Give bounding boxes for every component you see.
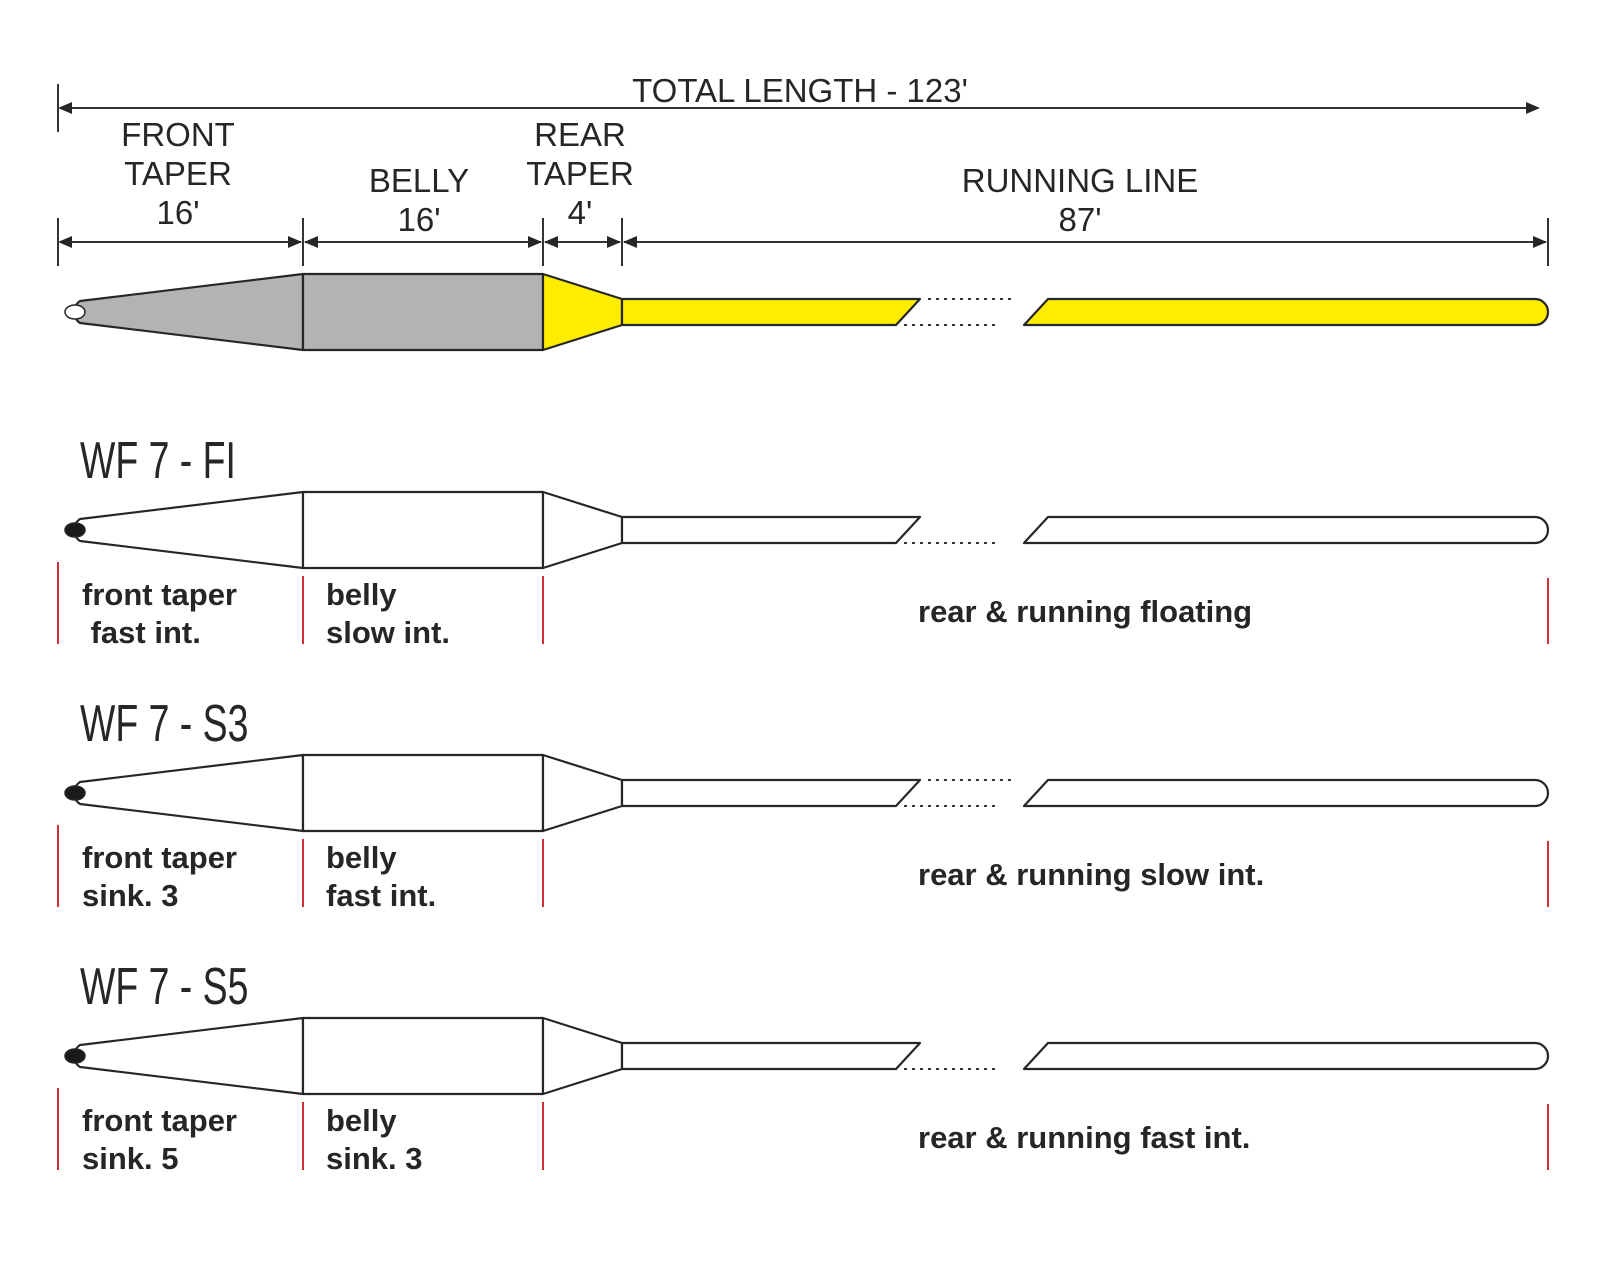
arrow-right-icon — [288, 236, 302, 248]
line-variant: WF 7 - FI front taper fast int. bellyslow … — [57, 431, 1550, 650]
front-taper-segment — [72, 753, 305, 833]
rear-taper-segment — [541, 272, 624, 352]
rear-taper-name-line2: TAPER — [526, 155, 634, 192]
line-profile — [64, 272, 1550, 352]
belly-material-line1: belly — [326, 1103, 397, 1138]
arrow-left-icon — [623, 236, 637, 248]
tip-loop-icon — [64, 1048, 86, 1064]
front-taper-length: 16' — [156, 194, 199, 231]
front-taper-material-line2: fast int. — [82, 615, 201, 650]
variant-title: WF 7 - FI — [80, 431, 236, 490]
front-taper-material-line1: front taper — [82, 577, 237, 612]
belly-material-line1: belly — [326, 840, 397, 875]
rear-running-material: rear & running fast int. — [918, 1120, 1250, 1155]
running-line-length: 87' — [1058, 201, 1101, 238]
master-line-profile — [64, 272, 1550, 352]
tip-loop-icon — [64, 522, 86, 538]
rear-taper-length: 4' — [568, 194, 593, 231]
running-line-segment-front — [620, 515, 922, 545]
rear-taper-segment — [541, 753, 624, 833]
belly-segment — [301, 272, 545, 352]
belly-segment — [301, 490, 545, 570]
arrow-left-icon — [58, 236, 72, 248]
belly-material-line2: fast int. — [326, 878, 436, 913]
running-line-segment-front — [620, 778, 922, 808]
front-taper-name-line2: TAPER — [124, 155, 232, 192]
line-profile — [64, 1016, 1550, 1096]
variant-title: WF 7 - S3 — [80, 694, 248, 753]
rear-taper-segment — [541, 1016, 624, 1096]
front-taper-material-line2: sink. 3 — [82, 878, 179, 913]
running-line-segment-rear — [1022, 297, 1550, 327]
front-taper-material-line1: front taper — [82, 1103, 237, 1138]
arrow-right-icon — [1526, 102, 1540, 114]
arrow-right-icon — [607, 236, 621, 248]
front-taper-segment — [72, 490, 305, 570]
belly-material-line1: belly — [326, 577, 397, 612]
running-line-name: RUNNING LINE — [962, 162, 1199, 199]
arrow-left-icon — [304, 236, 318, 248]
arrow-left-icon — [58, 102, 72, 114]
front-taper-segment — [72, 272, 305, 352]
total-length-label: TOTAL LENGTH - 123' — [632, 72, 968, 109]
belly-length: 16' — [397, 201, 440, 238]
arrow-left-icon — [544, 236, 558, 248]
running-line-segment-front — [620, 297, 922, 327]
belly-material-line2: sink. 3 — [326, 1141, 423, 1176]
belly-segment — [301, 1016, 545, 1096]
running-line-segment-rear — [1022, 778, 1550, 808]
running-line-segment-rear — [1022, 515, 1550, 545]
rear-running-material: rear & running floating — [918, 594, 1252, 629]
running-line-label: RUNNING LINE 87' — [962, 162, 1199, 238]
running-line-segment-rear — [1022, 1041, 1550, 1071]
rear-running-material: rear & running slow int. — [918, 857, 1264, 892]
variant-title: WF 7 - S5 — [80, 957, 248, 1016]
line-profile — [64, 490, 1550, 570]
front-taper-material-line2: sink. 5 — [82, 1141, 179, 1176]
belly-segment — [301, 753, 545, 833]
tip-loop-icon — [64, 785, 86, 801]
belly-material-line2: slow int. — [326, 615, 450, 650]
rear-taper-name-line1: REAR — [534, 116, 626, 153]
rear-taper-label: REAR TAPER 4' — [526, 116, 634, 231]
front-taper-label: FRONT TAPER 16' — [121, 116, 235, 231]
line-profile — [64, 753, 1550, 833]
belly-label: BELLY 16' — [369, 162, 469, 238]
arrow-right-icon — [1533, 236, 1547, 248]
section-labels: FRONT TAPER 16' BELLY 16' REAR TAPER 4' … — [121, 116, 1198, 238]
front-taper-name-line1: FRONT — [121, 116, 235, 153]
arrow-right-icon — [528, 236, 542, 248]
total-length-dimension: TOTAL LENGTH - 123' — [57, 72, 1540, 132]
rear-taper-segment — [541, 490, 624, 570]
running-line-segment-front — [620, 1041, 922, 1071]
belly-name: BELLY — [369, 162, 469, 199]
section-dimensions — [57, 218, 1549, 266]
front-taper-material-line1: front taper — [82, 840, 237, 875]
tip-loop-icon — [64, 304, 86, 320]
front-taper-segment — [72, 1016, 305, 1096]
